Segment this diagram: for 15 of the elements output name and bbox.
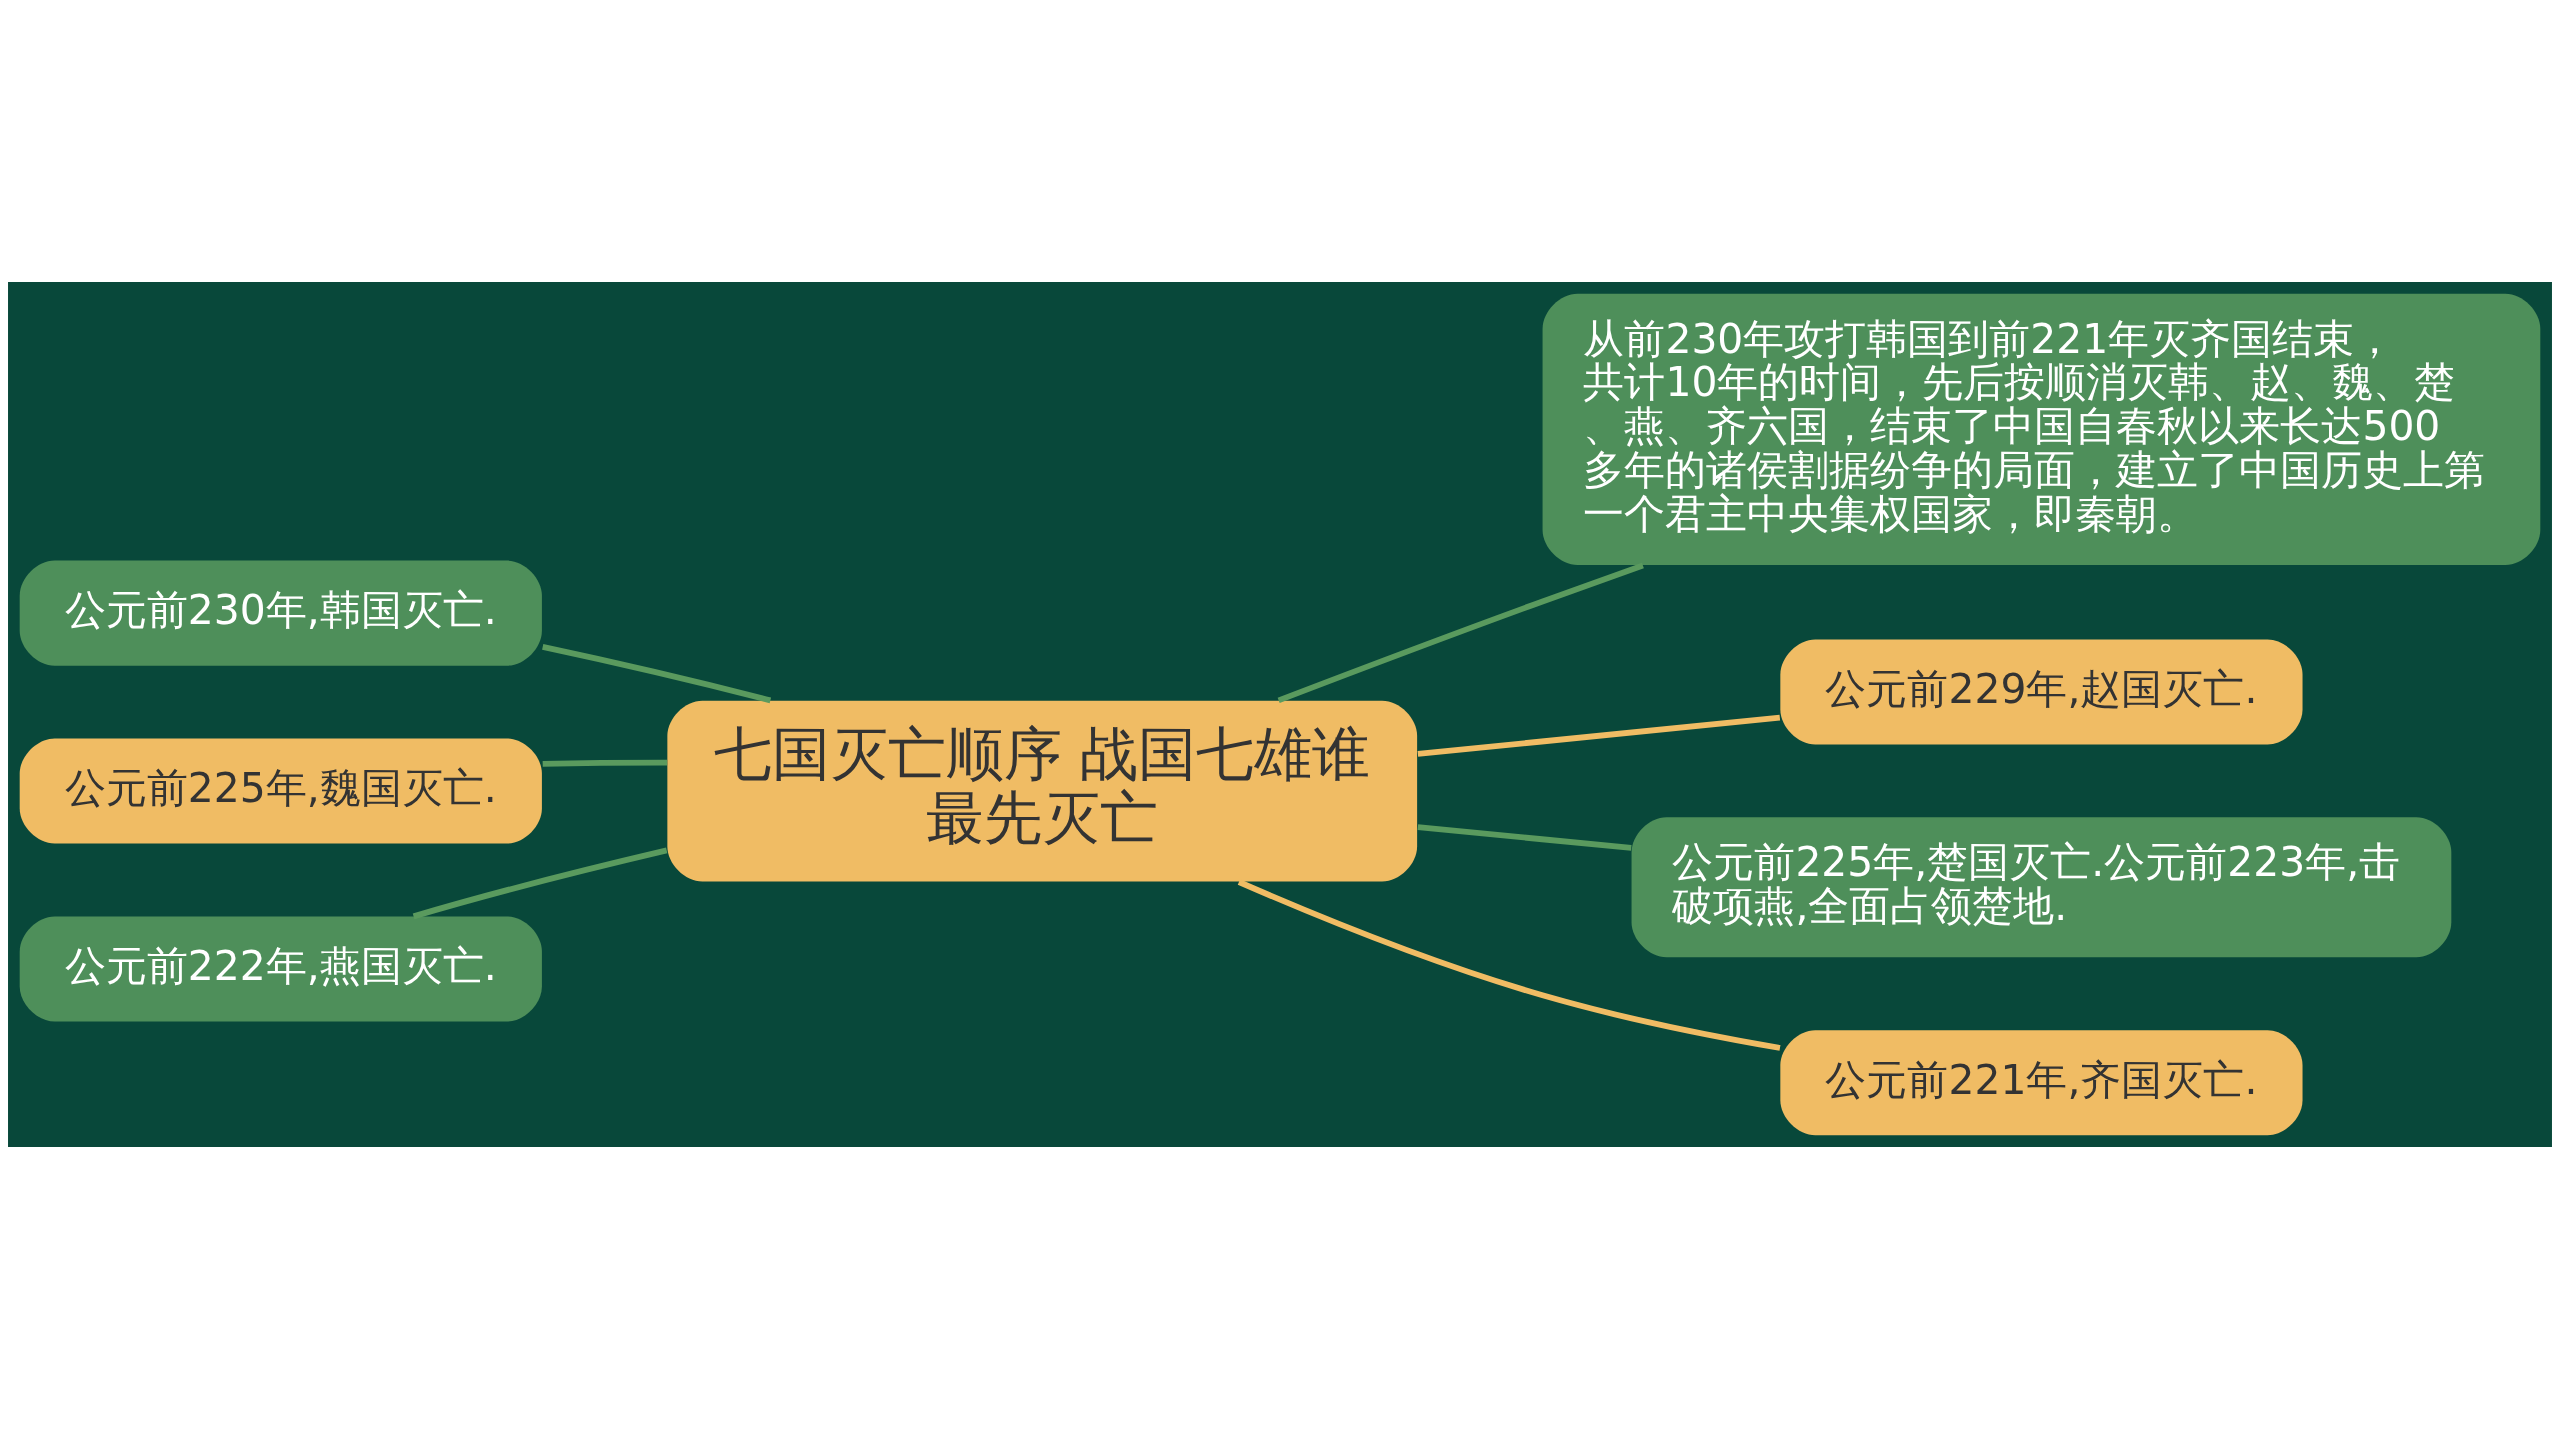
connector [1417, 714, 1781, 757]
node-box: 公元前225年,魏国灭亡. [19, 738, 542, 844]
node-box: 从前230年攻打韩国到前221年灭齐国结束，共计10年的时间，先后按顺消灭韩、赵、魏、楚、燕、齐六国，结束了中国自春秋以来长达500多年的诸侯割据纷争的局面，建立了中国历史上第一个君主中央集权国家，即秦朝。 [1542, 293, 2541, 565]
connector [1277, 562, 1644, 704]
node-box: 公元前222年,燕国灭亡. [19, 916, 542, 1022]
node-box: 公元前230年,韩国灭亡. [19, 560, 542, 666]
connector [542, 644, 772, 704]
connector [1417, 824, 1632, 851]
connector [1237, 879, 1781, 1051]
connector [542, 759, 668, 767]
node-box: 公元前221年,齐国灭亡. [1780, 1030, 2303, 1136]
node-box: 公元前225年,楚国灭亡.公元前223年,击破项燕,全面占领楚地. [1631, 817, 2452, 958]
node-box: 公元前229年,赵国灭亡. [1780, 639, 2303, 745]
node-box: 七国灭亡顺序 战国七雄谁最先灭亡 [667, 700, 1418, 882]
connector [412, 847, 668, 920]
